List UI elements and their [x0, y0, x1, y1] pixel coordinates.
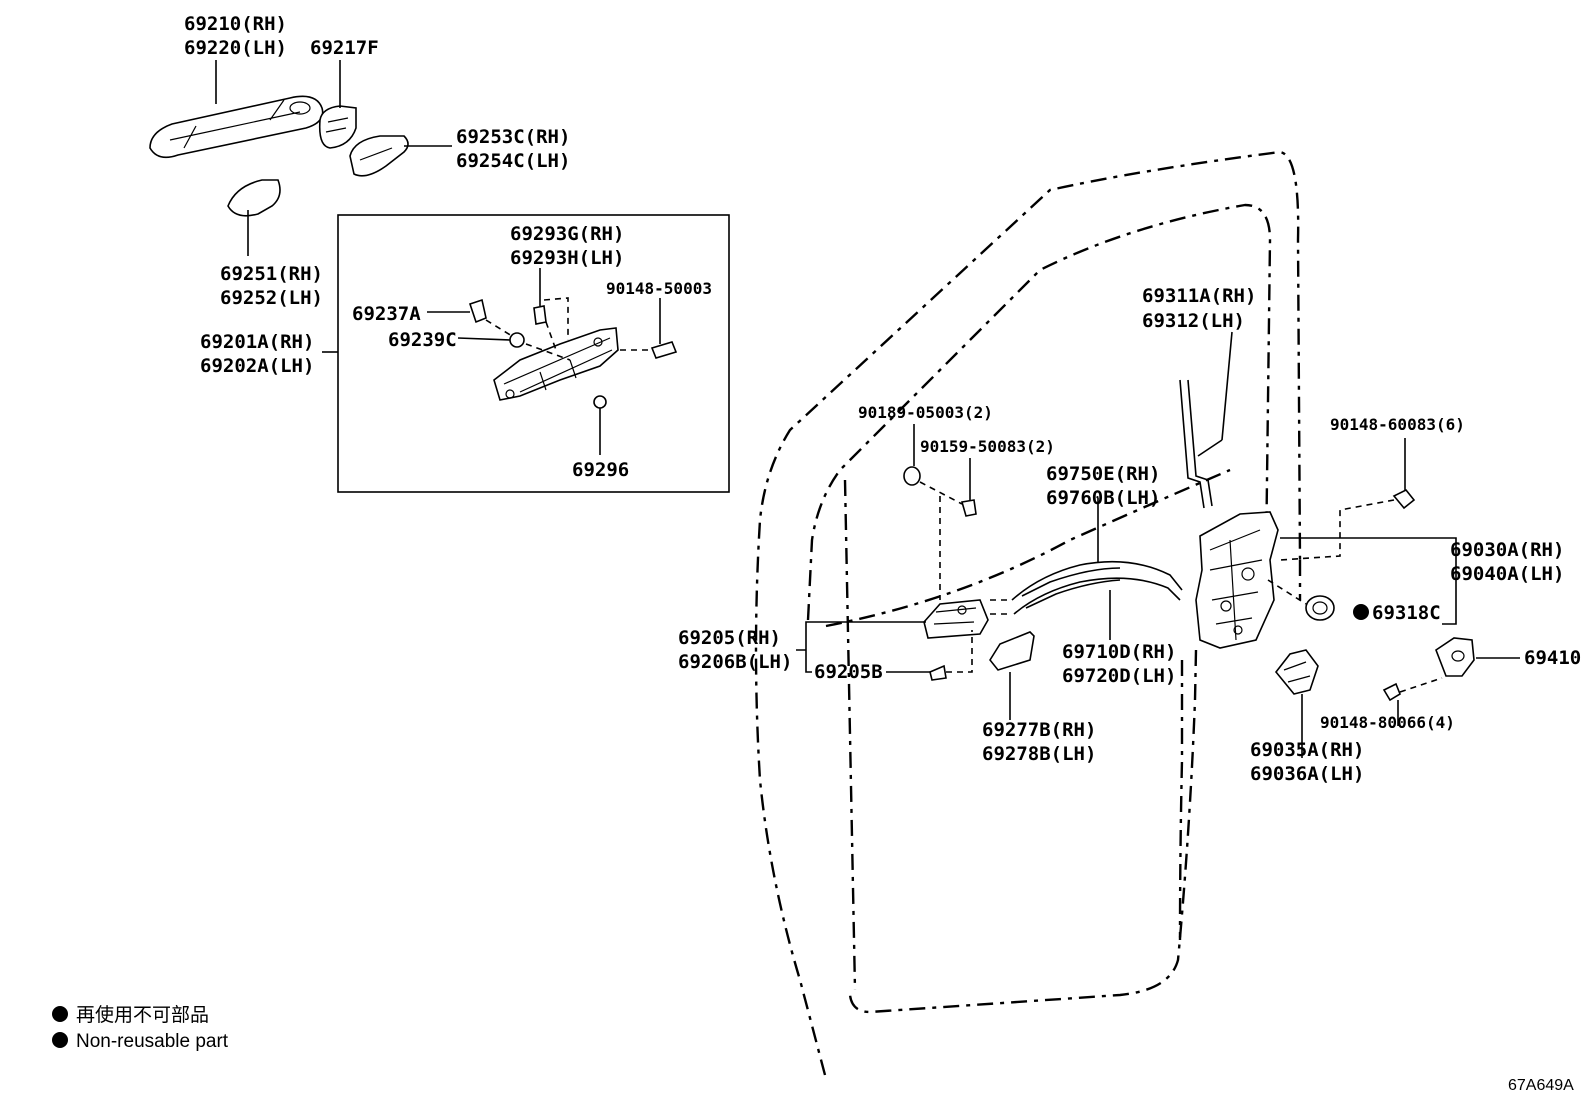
label-69710d: 69710D(RH) — [1062, 641, 1176, 663]
non-reusable-marker — [1353, 604, 1369, 620]
label-69318c: 69318C — [1372, 602, 1441, 624]
label-69750e: 69750E(RH) — [1046, 463, 1160, 485]
label-69030a: 69030A(RH) — [1450, 539, 1564, 561]
label-90148-80066: 90148-80066(4) — [1320, 713, 1455, 732]
legend-text-en: Non-reusable part — [76, 1031, 229, 1052]
label-69237a: 69237A — [352, 303, 421, 325]
label-69202a: 69202A(LH) — [200, 355, 314, 377]
label-90159-50083: 90159-50083(2) — [920, 437, 1055, 456]
part-number-labels: 69210(RH) 69220(LH) 69217F 69253C(RH) 69… — [184, 13, 1581, 785]
label-90148-60083: 90148-60083(6) — [1330, 415, 1465, 434]
label-69293g: 69293G(RH) — [510, 223, 624, 245]
label-69252: 69252(LH) — [220, 287, 323, 309]
label-69277b: 69277B(RH) — [982, 719, 1096, 741]
label-69036a: 69036A(LH) — [1250, 763, 1364, 785]
label-69254c: 69254C(LH) — [456, 150, 570, 172]
label-69278b: 69278B(LH) — [982, 743, 1096, 765]
label-69239c: 69239C — [388, 329, 457, 351]
door-lock-assembly — [1195, 438, 1520, 758]
outside-handle-parts — [149, 60, 452, 256]
label-69720d: 69720D(LH) — [1062, 665, 1176, 687]
legend-text-jp: 再使用不可部品 — [76, 1004, 209, 1026]
legend-bullet-jp — [52, 1006, 68, 1022]
label-69410: 69410 — [1524, 647, 1581, 669]
label-90189-05003: 90189-05003(2) — [858, 403, 993, 422]
label-69296: 69296 — [572, 459, 629, 481]
label-69205: 69205(RH) — [678, 627, 781, 649]
label-69217f: 69217F — [310, 37, 379, 59]
label-69210: 69210(RH) — [184, 13, 287, 35]
label-69206b: 69206B(LH) — [678, 651, 792, 673]
label-69220: 69220(LH) — [184, 37, 287, 59]
label-69253c: 69253C(RH) — [456, 126, 570, 148]
legend: 再使用不可部品 Non-reusable part — [52, 1004, 229, 1052]
label-90148-50003: 90148-50003 — [606, 279, 712, 298]
label-69035a: 69035A(RH) — [1250, 739, 1364, 761]
label-69760b: 69760B(LH) — [1046, 487, 1160, 509]
label-69251: 69251(RH) — [220, 263, 323, 285]
frame-subassembly-box — [322, 214, 730, 493]
center-parts — [796, 331, 1233, 720]
label-69201a: 69201A(RH) — [200, 331, 314, 353]
label-69040a: 69040A(LH) — [1450, 563, 1564, 585]
label-69205b: 69205B — [814, 661, 883, 683]
label-69312: 69312(LH) — [1142, 310, 1245, 332]
door-outline — [754, 150, 1302, 1076]
label-69293h: 69293H(LH) — [510, 247, 624, 269]
legend-bullet-en — [52, 1032, 68, 1048]
diagram-code: 67A649A — [1508, 1077, 1574, 1094]
label-69311a: 69311A(RH) — [1142, 285, 1256, 307]
